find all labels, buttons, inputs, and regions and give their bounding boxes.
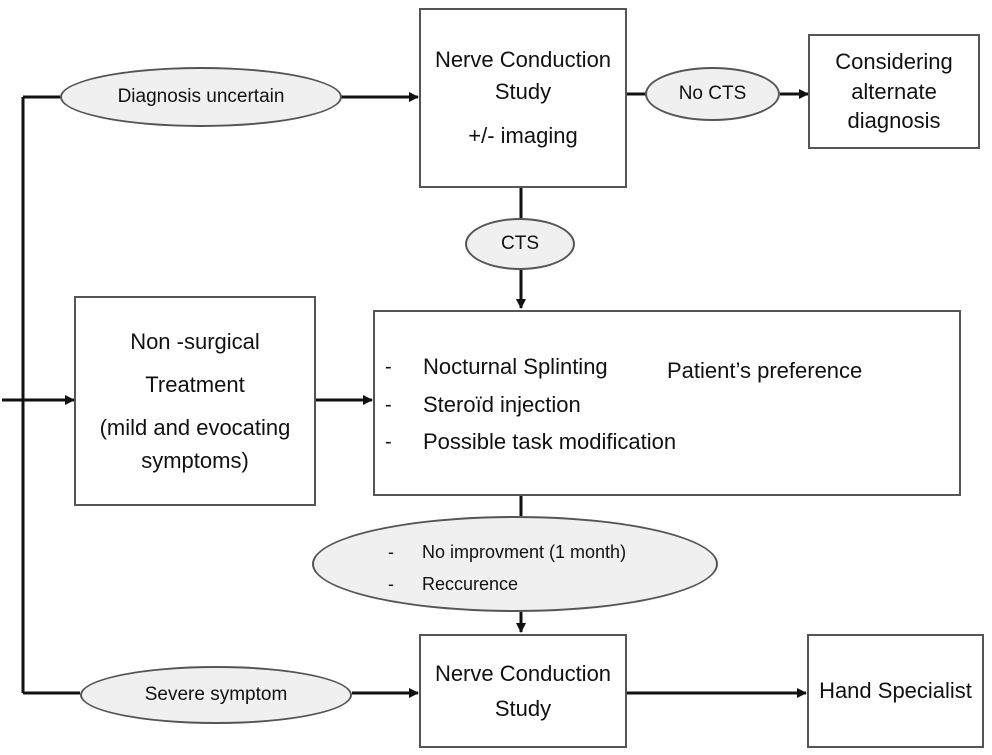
option-steroid-injection: Steroïd injection [423, 392, 581, 417]
node-ncs-bottom: Nerve Conduction Study [419, 634, 627, 748]
cond-diagnosis-uncertain: Diagnosis uncertain [60, 67, 342, 127]
recurrence-label: Reccurence [422, 574, 519, 594]
cts-label: CTS [501, 233, 539, 254]
bullet-1: - [385, 356, 392, 378]
diagnosis-uncertain-label: Diagnosis uncertain [117, 86, 285, 107]
bullet-2: - [385, 394, 392, 416]
ncs-top-line-2: Study [494, 79, 552, 105]
option-task-modification: Possible task modification [423, 429, 677, 454]
cond-no-cts: No CTS [645, 67, 780, 121]
non-surgical-line-3: (mild and evocating [99, 415, 291, 440]
severe-symptom-label: Severe symptom [144, 684, 288, 705]
bullet-3: - [385, 431, 392, 453]
alternate-line-2: alternate [851, 78, 937, 104]
node-hand-specialist: Hand Specialist [807, 634, 984, 748]
non-surgical-line-4: symptoms) [141, 448, 249, 473]
ncs-top-line-3: +/- imaging [468, 122, 578, 148]
no-cts-label: No CTS [678, 83, 747, 104]
non-surgical-line-2: Treatment [145, 372, 245, 397]
alternate-line-3: diagnosis [847, 108, 941, 134]
alternate-line-1: Considering [835, 48, 953, 74]
eli-bullet-2: - [388, 574, 394, 594]
non-surgical-line-1: Non -surgical [130, 329, 260, 354]
node-non-surgical-treatment: Non -surgical Treatment (mild and evocat… [74, 296, 316, 506]
no-improvement-label: No improvment (1 month) [422, 542, 627, 562]
cond-severe-symptom: Severe symptom [80, 666, 352, 724]
cond-no-improvement: - No improvment (1 month) - Reccurence [312, 516, 718, 612]
option-nocturnal-splinting: Nocturnal Splinting [423, 354, 608, 379]
hand-specialist-label: Hand Specialist [819, 678, 972, 704]
ncs-bottom-line-1: Nerve Conduction [434, 660, 612, 686]
patient-preference-label: Patient’s preference [667, 358, 863, 383]
ncs-top-line-1: Nerve Conduction [434, 47, 612, 73]
cond-cts: CTS [465, 218, 575, 270]
ncs-bottom-line-2: Study [494, 696, 552, 721]
node-alternate-diagnosis: Considering alternate diagnosis [808, 34, 980, 149]
node-treatment-options: - Nocturnal Splinting - Steroïd injectio… [373, 310, 961, 496]
eli-bullet-1: - [388, 542, 394, 562]
node-ncs-imaging: Nerve Conduction Study +/- imaging [419, 8, 627, 188]
